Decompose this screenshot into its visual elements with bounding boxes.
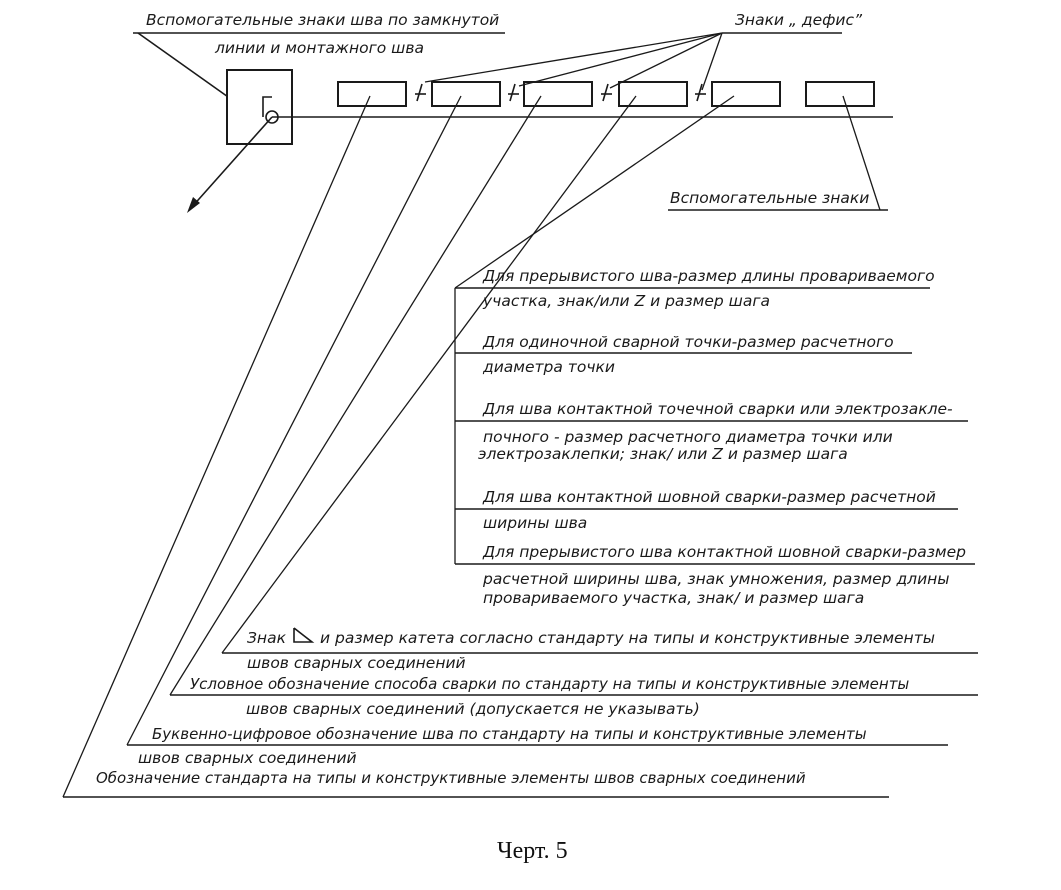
aux-closed-line-label-2: линии и монтажного шва — [214, 39, 424, 57]
fillet-triangle-icon — [293, 627, 315, 643]
alnum-designation-text-1: Буквенно-цифровое обозначение шва по ста… — [152, 725, 867, 743]
figure-caption: Черт. 5 — [497, 838, 568, 864]
designation-box-4 — [618, 81, 688, 107]
seam-weld-text-1: Для шва контактной шовной сварки-размер … — [482, 488, 936, 506]
designation-box-6 — [805, 81, 875, 107]
spot-weld-text-1: Для шва контактной точечной сварки или э… — [482, 400, 953, 418]
closed-line-frame — [226, 69, 293, 145]
designation-box-3 — [523, 81, 593, 107]
arrow-head-icon — [187, 197, 200, 213]
single-spot-text-1: Для одиночной сварной точки-размер расче… — [482, 333, 894, 351]
aux-closed-line-leader — [137, 32, 239, 105]
leg-size-prefix: Знак — [247, 629, 287, 647]
designation-box-5 — [711, 81, 781, 107]
alnum-designation-text-2: швов сварных соединений — [138, 749, 357, 767]
hyphen-leader-4 — [701, 32, 723, 91]
hyphen-leader-3 — [609, 32, 723, 89]
welding-method-text-1: Условное обозначение способа сварки по с… — [190, 675, 909, 693]
hyphen-signs-label: Знаки „ дефис” — [735, 11, 863, 29]
aux-signs-label: Вспомогательные знаки — [670, 189, 869, 207]
intermittent-weld-text-2: участка, знак/или Z и размер шага — [482, 292, 770, 310]
hyphen-leader-2 — [518, 32, 723, 87]
designation-box-1 — [337, 81, 407, 107]
hyphen-leader-1 — [424, 32, 723, 83]
site-weld-flag-icon — [262, 96, 272, 117]
hyphen-signs — [415, 83, 706, 102]
single-spot-text-2: диаметра точки — [482, 358, 615, 376]
arrow-leader-line — [190, 116, 273, 209]
spot-weld-text-3: электрозаклепки; знак/ или Z и размер ша… — [478, 445, 848, 463]
leg-size-text-2: швов сварных соединений — [247, 654, 466, 672]
spot-weld-text-2: почного - размер расчетного диаметра точ… — [483, 428, 893, 446]
leader-box-1 — [62, 95, 371, 798]
leg-size-text-1: и размер катета согласно стандарту на ти… — [320, 629, 935, 647]
leader-box-5 — [454, 95, 735, 289]
welding-method-text-2: швов сварных соединений (допускается не … — [246, 700, 700, 718]
aux-signs-leader — [842, 95, 881, 211]
intermittent-seam-text-2: расчетной ширины шва, знак умножения, ра… — [482, 570, 950, 588]
intermittent-seam-text-3: провариваемого участка, знак/ и размер ш… — [483, 589, 864, 607]
standard-designation-text: Обозначение стандарта на типы и конструк… — [96, 769, 806, 787]
aux-closed-line-label-1: Вспомогательные знаки шва по замкнутой — [146, 11, 499, 29]
designation-box-2 — [431, 81, 501, 107]
seam-weld-text-2: ширины шва — [483, 514, 587, 532]
intermittent-seam-text-1: Для прерывистого шва контактной шовной с… — [482, 543, 966, 561]
leader-box-4 — [221, 95, 637, 654]
leader-box-2 — [126, 95, 462, 746]
leader-box-3 — [169, 95, 542, 696]
intermittent-weld-text-1: Для прерывистого шва-размер длины провар… — [482, 267, 935, 285]
